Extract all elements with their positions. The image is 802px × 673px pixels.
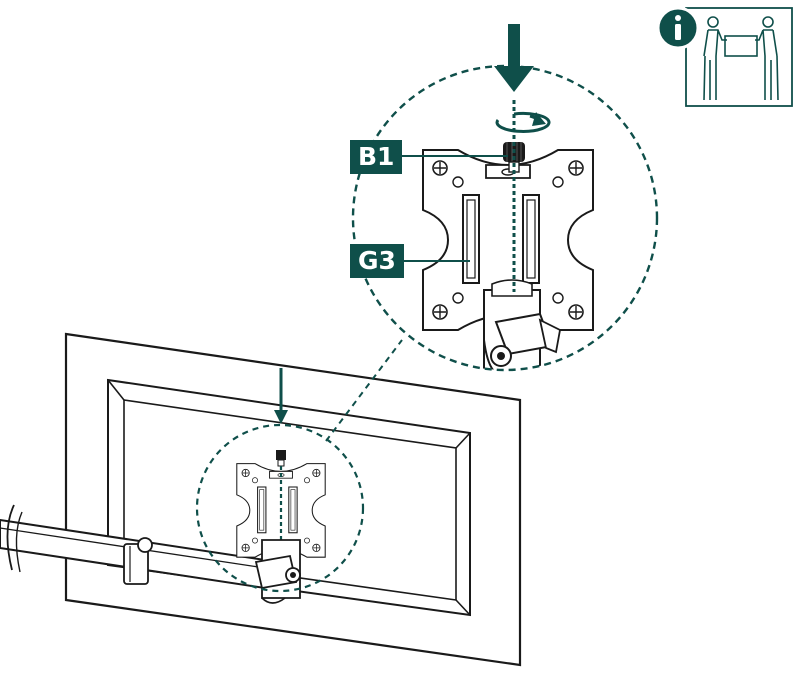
down-arrow-icon: [494, 24, 534, 92]
two-person-lift-icon: [685, 7, 793, 107]
mount-arm: [0, 504, 266, 590]
label-g3: G3: [350, 244, 404, 278]
label-b1: B1: [350, 140, 403, 174]
small-bracket-plate: [236, 450, 326, 604]
detail-callout-small: [195, 423, 365, 593]
info-icon: [656, 6, 700, 50]
rotate-arrow-icon: [495, 111, 551, 133]
down-arrow-small: [274, 368, 288, 424]
detail-callout-large: [422, 149, 594, 370]
